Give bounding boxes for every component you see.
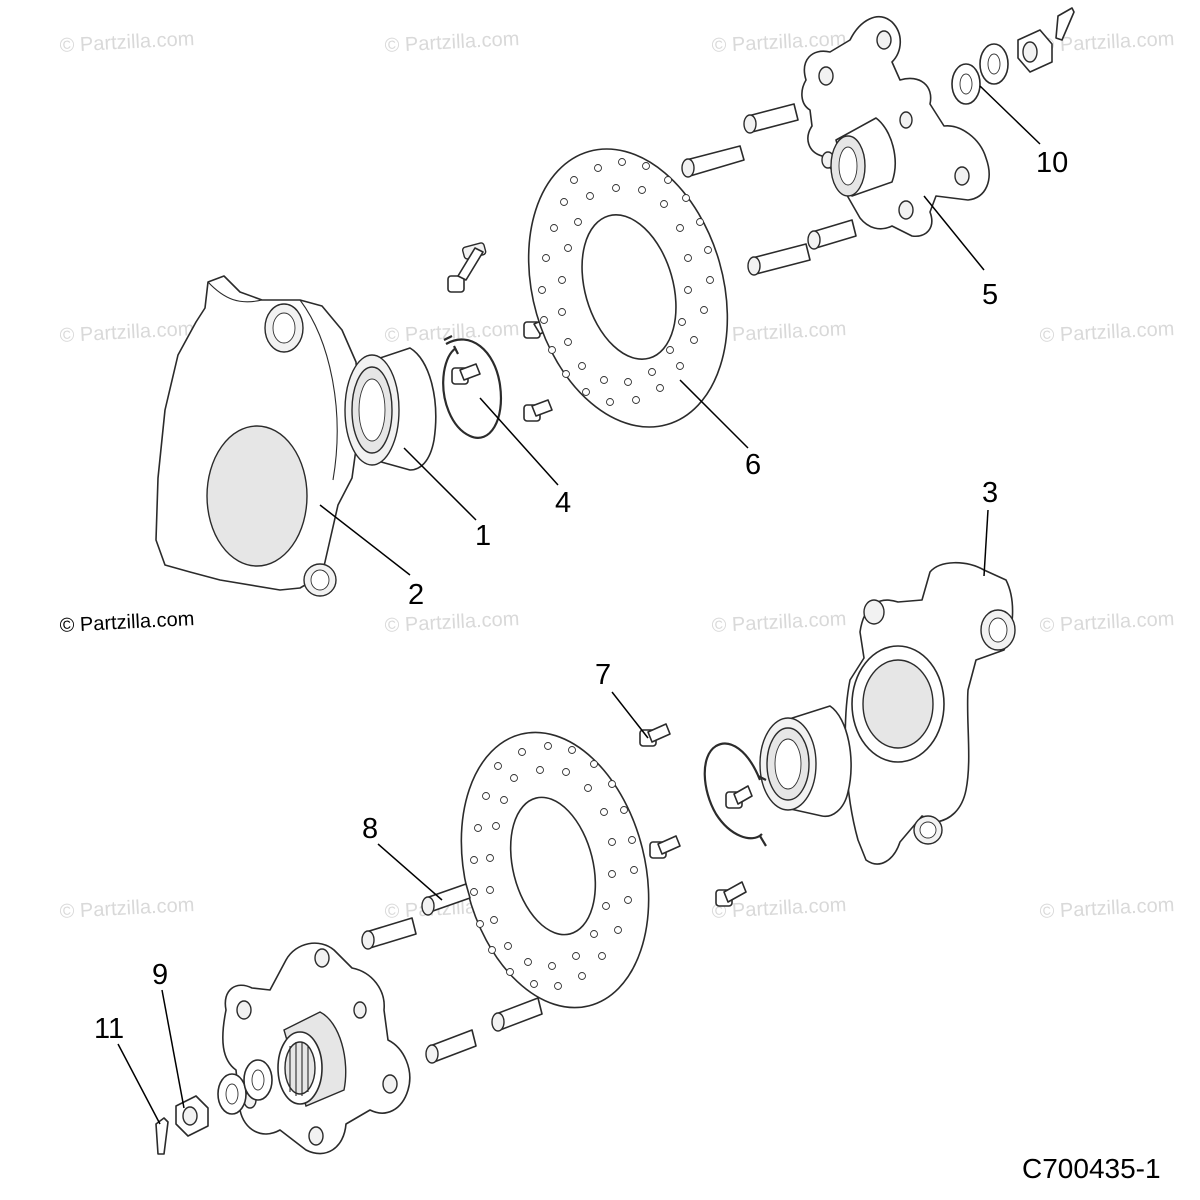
wheel-stud [491,997,543,1032]
watermark: © Partzilla.com [59,318,195,347]
watermark: © Partzilla.com [59,894,195,923]
callout-10: 10 [1036,147,1068,179]
wheel-stud [361,917,417,950]
leader-line [479,397,559,486]
watermark: © Partzilla.com [384,28,520,57]
wheel-studs-lower [361,883,543,1064]
bolt [715,881,747,907]
brake-rotor-lower [460,731,650,1009]
bolt [639,723,671,747]
callout-6: 6 [745,449,761,481]
wheel-stud [425,1029,477,1064]
wheel-hub-lower [222,942,411,1155]
snap-ring-lower [703,742,767,847]
leader-line [403,447,477,521]
wheel-stud [747,243,811,276]
cotter-pin [1055,7,1075,41]
leader-line [979,85,1041,145]
wheel-stud [743,103,799,134]
washers-nut-upper [951,7,1075,105]
leader-line [983,509,989,577]
callout-1: 1 [475,520,491,552]
leader-line [117,1043,161,1125]
wheel-bearing-lower [759,705,852,818]
callout-8: 8 [362,813,378,845]
wheel-stud [681,145,745,178]
callout-7: 7 [595,659,611,691]
leader-line [319,504,411,576]
snap-ring-upper [442,335,503,439]
leader-line [611,691,649,739]
callout-11: 11 [94,1013,124,1045]
rotor-bolts-upper [447,242,557,422]
leader-line [161,989,185,1109]
watermark: © Partzilla.com [59,28,195,57]
watermark: © Partzilla.com [1039,608,1175,637]
wheel-bearing-upper [344,347,437,471]
cotter-pin [155,1117,169,1155]
watermark: © Partzilla.com [384,608,520,637]
leader-lines [117,85,1041,1125]
leader-line [377,843,443,901]
callout-labels: 1 2 3 4 5 6 7 8 9 10 11 [94,147,1068,1045]
bolt [451,363,481,385]
rotor-bolts-lower [639,723,753,907]
callout-9: 9 [152,959,168,991]
watermark: © Partzilla.com [384,318,520,347]
callout-4: 4 [555,487,571,519]
wheel-stud [807,219,857,250]
watermark: © Partzilla.com [711,608,847,637]
bolt [649,835,681,859]
wheel-stud [421,883,471,916]
bolt [523,399,553,422]
watermark: © Partzilla.com [711,318,847,347]
wheel-studs-upper [681,103,857,276]
washers-nut-lower [155,1059,273,1155]
brake-rotor-upper [527,148,729,428]
callout-3: 3 [982,477,998,509]
bearing-carrier-lower [844,561,1016,865]
wheel-hub-upper [801,16,990,237]
diagram-code: C700435-1 [1022,1153,1161,1184]
callout-2: 2 [408,579,424,611]
bolt [725,785,753,809]
watermark: © Partzilla.com [1039,318,1175,347]
bearing-carrier-upper [155,275,361,597]
leader-line [923,195,985,271]
watermark: © Partzilla.com [1039,894,1175,923]
callout-5: 5 [982,279,998,311]
leader-line [679,379,749,449]
bolt [447,242,487,293]
copyright-notice: © Partzilla.com [59,608,195,637]
